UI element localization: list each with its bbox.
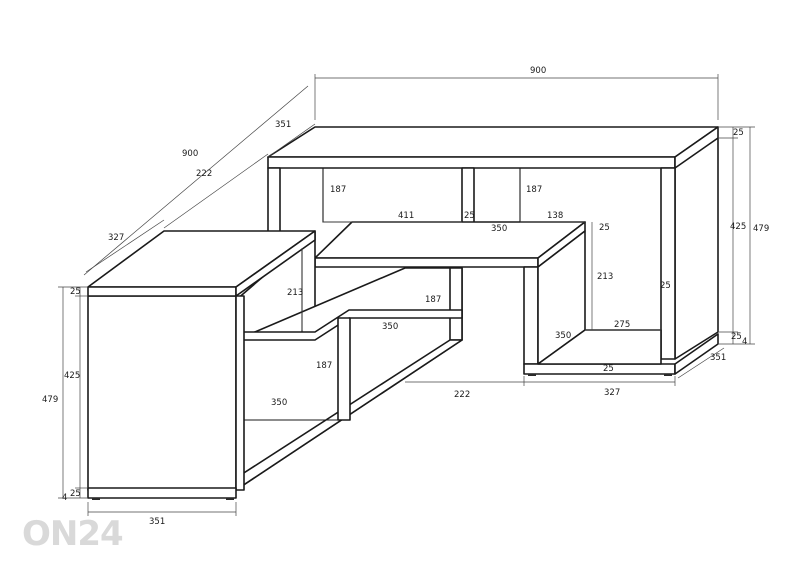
left-unit-inner-divider <box>337 317 351 421</box>
dim-right-top-thickness: 25 <box>733 128 744 138</box>
left-cabinet-side-edge <box>235 295 245 491</box>
dim-back-upper-height: 187 <box>330 185 346 195</box>
dim-right-lower-depth: 350 <box>555 331 571 341</box>
dim-right-foot: 4 <box>742 337 747 347</box>
dim-left-top-diagonal: 327 <box>108 233 124 243</box>
dim-left-upper-height: 213 <box>287 288 303 298</box>
dimension-lines <box>58 74 755 516</box>
left-top-board-front <box>87 286 237 297</box>
right-end-panel-side <box>674 137 719 360</box>
dim-left-lower-height: 187 <box>316 361 332 371</box>
dim-left-foot: 4 <box>62 493 67 503</box>
dim-top-depth: 351 <box>275 120 291 130</box>
right-top-board-front <box>267 156 676 169</box>
left-top-board-end <box>235 230 316 297</box>
dim-right-shelf-depth: 350 <box>491 224 507 234</box>
middle-long-shelf-front <box>314 257 539 268</box>
dim-right-inner-height: 425 <box>730 222 746 232</box>
watermark-logo: ON24 <box>22 514 123 554</box>
right-vertical-panel <box>660 167 676 360</box>
dim-right-side-thickness: 25 <box>660 281 671 291</box>
dim-bottom-right-width: 327 <box>604 388 620 398</box>
dim-right-base-thickness: 25 <box>603 364 614 374</box>
lower-right-box-left-panel <box>523 266 539 365</box>
back-inner-line-1 <box>322 168 462 223</box>
dim-mid-shelf-depth: 350 <box>382 322 398 332</box>
dim-bottom-mid: 222 <box>454 390 470 400</box>
dim-right-bottom-shelf: 275 <box>614 320 630 330</box>
left-cabinet-front <box>87 295 237 491</box>
dim-left-bottom-depth: 351 <box>149 517 165 527</box>
dim-right-lower-height: 213 <box>597 272 613 282</box>
dim-left-bottom-thickness: 25 <box>70 489 81 499</box>
right-unit <box>267 126 719 376</box>
dim-back-divider: 25 <box>464 211 475 221</box>
right-top-board <box>267 126 719 158</box>
dim-right-bottom-thickness: 25 <box>731 332 742 342</box>
dim-right-bottom-depth: 351 <box>710 353 726 363</box>
left-base-front <box>87 487 237 499</box>
left-unit <box>87 230 463 500</box>
dim-left-total-height: 479 <box>42 395 58 405</box>
dim-mid-diagonal: 222 <box>196 169 212 179</box>
dim-top-width: 900 <box>530 66 546 76</box>
left-unit-middle-shelf <box>235 309 463 341</box>
dim-right-total-height: 479 <box>753 224 769 234</box>
dimension-labels: 900 900 351 222 327 25 425 479 25 4 351 … <box>42 66 769 527</box>
left-foot-1 <box>92 498 100 500</box>
dim-back-shelf-length: 411 <box>398 211 414 221</box>
lower-right-base-front <box>523 363 676 375</box>
dim-mid-upper-height: 187 <box>425 295 441 305</box>
left-foot-2 <box>226 498 234 500</box>
right-foot-1 <box>528 374 536 376</box>
dim-left-lower-shelf: 350 <box>271 398 287 408</box>
dim-right-small-shelf: 138 <box>547 211 563 221</box>
dim-back-upper-height-2: 187 <box>526 185 542 195</box>
dim-left-top-thickness: 25 <box>70 287 81 297</box>
right-foot-2 <box>664 374 672 376</box>
dim-right-small-thickness: 25 <box>599 223 610 233</box>
dim-left-diagonal: 900 <box>182 149 198 159</box>
left-unit-right-panel <box>449 267 463 341</box>
dim-left-inner-height: 425 <box>64 371 80 381</box>
